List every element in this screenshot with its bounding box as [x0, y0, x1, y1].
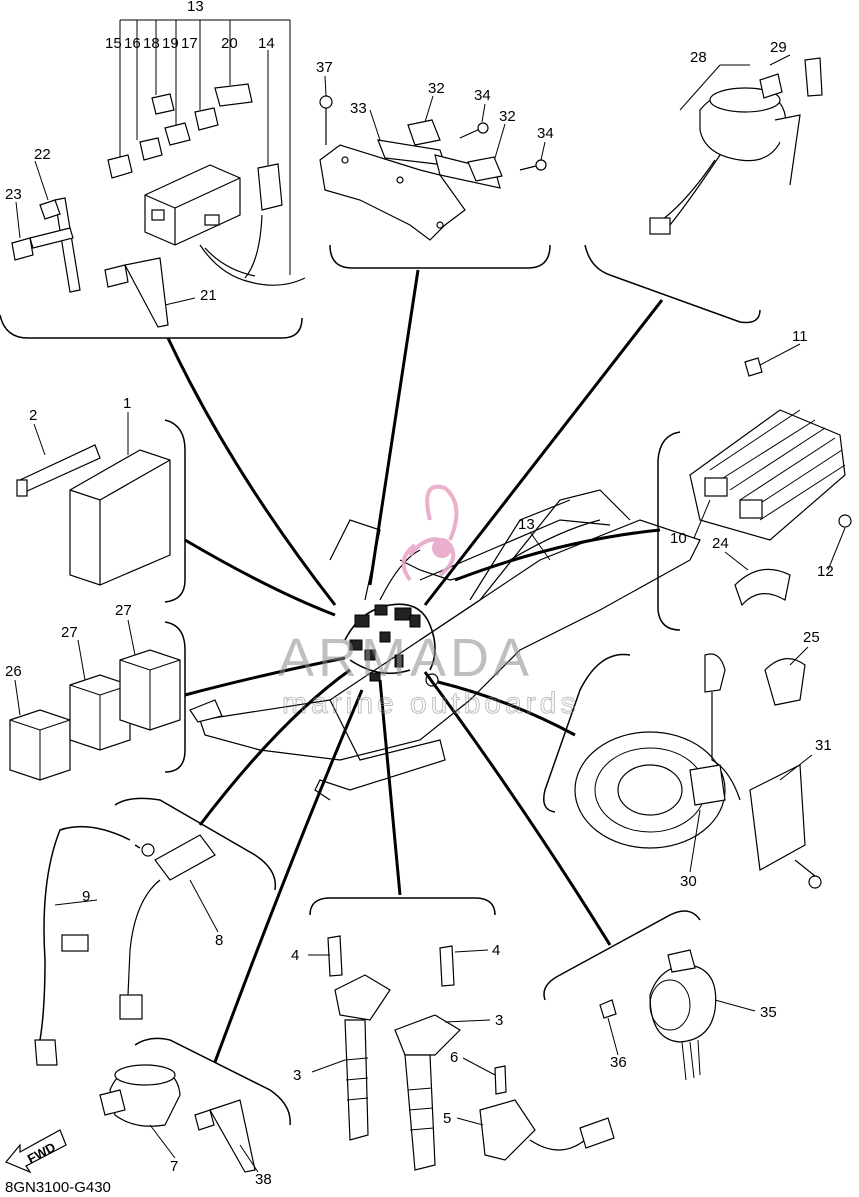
ecu-group — [16, 444, 171, 586]
main-switch-group — [649, 54, 823, 235]
callout-33: 33 — [350, 100, 367, 117]
callout-3-a: 3 — [293, 1067, 301, 1084]
callout-29: 29 — [770, 39, 787, 56]
callout-37: 37 — [316, 59, 333, 76]
callout-8: 8 — [215, 932, 223, 949]
callout-25: 25 — [803, 629, 820, 646]
callout-18: 18 — [143, 35, 160, 52]
fwd-label: FWD — [25, 1139, 58, 1166]
callout-21: 21 — [200, 287, 217, 304]
relay-bracket-group — [319, 95, 547, 241]
callout-22: 22 — [34, 146, 51, 163]
callout-28: 28 — [690, 49, 707, 66]
callout-4-b: 4 — [492, 942, 500, 959]
callout-30: 30 — [680, 873, 697, 890]
watermark-brand: ARMADA — [278, 628, 533, 688]
callout-23: 23 — [5, 186, 22, 203]
callout-38: 38 — [255, 1171, 272, 1188]
sensor-group — [34, 825, 216, 1066]
callout-11: 11 — [792, 328, 808, 345]
callout-27-a: 27 — [61, 624, 78, 641]
callout-2: 2 — [29, 407, 37, 424]
callout-19: 19 — [162, 35, 179, 52]
callout-24: 24 — [712, 535, 729, 552]
callout-20: 20 — [221, 35, 238, 52]
sensor-35-group — [599, 949, 717, 1081]
callout-27-b: 27 — [115, 602, 132, 619]
callout-10: 10 — [670, 530, 687, 547]
group-brackets — [0, 244, 761, 1126]
switch-7-group — [99, 1064, 256, 1173]
fwd-arrow: FWD — [5, 1129, 67, 1174]
callout-32-b: 32 — [499, 108, 516, 125]
callout-5: 5 — [443, 1110, 451, 1127]
watermark-logo — [401, 484, 459, 582]
ignition-coil-group — [327, 935, 615, 1171]
callout-12: 12 — [817, 563, 834, 580]
callout-15: 15 — [105, 35, 122, 52]
callout-7: 7 — [170, 1158, 178, 1175]
callout-35: 35 — [760, 1004, 777, 1021]
callout-36: 36 — [610, 1054, 627, 1071]
callouts: 13 15 16 18 19 17 20 14 22 23 21 37 33 3… — [5, 0, 834, 1188]
callout-16: 16 — [124, 35, 141, 52]
callout-4-a: 4 — [291, 947, 299, 964]
leader-lines — [166, 269, 664, 1063]
callout-6: 6 — [450, 1049, 458, 1066]
rectifier-group — [689, 357, 852, 607]
pickup-group — [574, 653, 822, 889]
watermark: ARMADA marine outboards — [278, 484, 579, 721]
callout-34-a: 34 — [474, 87, 491, 104]
relay-group — [9, 649, 181, 781]
fuse-box-group — [11, 19, 306, 328]
callout-17: 17 — [181, 35, 198, 52]
harness-connectors — [349, 604, 421, 682]
callout-14: 14 — [258, 35, 275, 52]
callout-3-b: 3 — [495, 1012, 503, 1029]
callout-1: 1 — [123, 395, 131, 412]
callout-9: 9 — [82, 888, 90, 905]
callout-leaders — [14, 75, 846, 1173]
callout-13: 13 — [187, 0, 204, 15]
callout-13-b: 13 — [518, 516, 535, 533]
callout-34-b: 34 — [537, 125, 554, 142]
watermark-tagline: marine outboards — [282, 687, 579, 720]
callout-32-a: 32 — [428, 80, 445, 97]
drawing-code: 8GN3100-G430 — [5, 1179, 111, 1196]
callout-26: 26 — [5, 663, 22, 680]
callout-31: 31 — [815, 737, 832, 754]
